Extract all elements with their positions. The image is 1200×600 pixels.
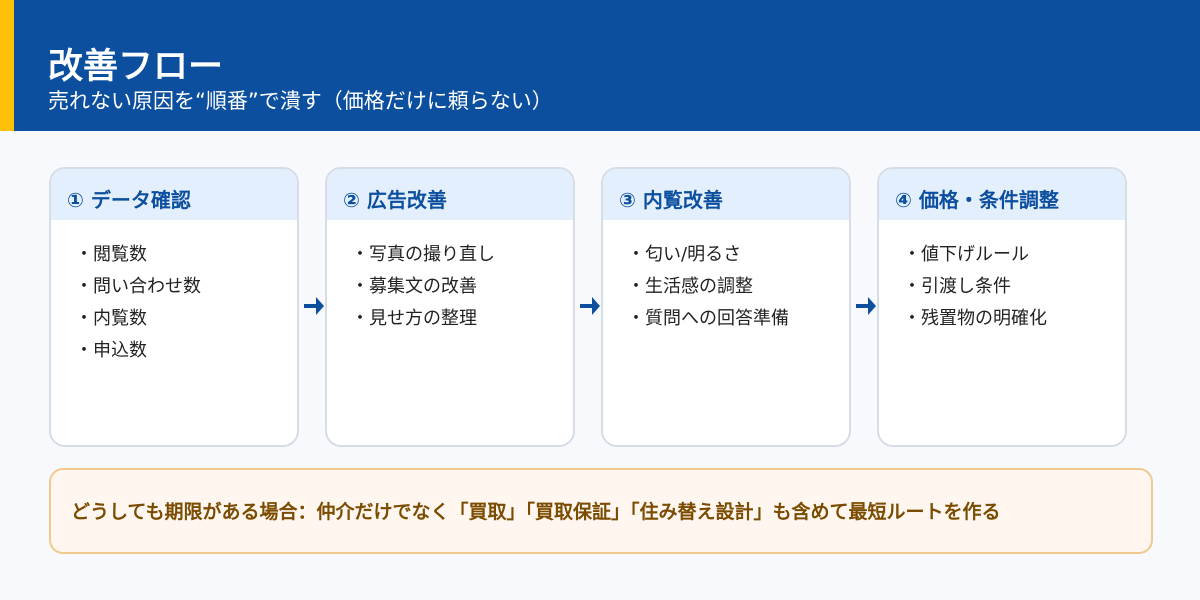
step-card-3: ③ 内覧改善 匂い/明るさ生活感の調整質問への回答準備 (601, 167, 851, 447)
list-item: 写真の撮り直し (351, 240, 573, 272)
list-item: 質問への回答準備 (627, 304, 849, 336)
list-item: 閲覧数 (75, 240, 297, 272)
arrow-right-icon (304, 297, 324, 315)
step-title: ④ 価格・条件調整 (879, 169, 1125, 220)
step-card-2: ② 広告改善 写真の撮り直し募集文の改善見せ方の整理 (325, 167, 575, 447)
accent-bar (0, 0, 14, 131)
step-card-4: ④ 価格・条件調整 値下げルール引渡し条件残置物の明確化 (877, 167, 1127, 447)
list-item: 残置物の明確化 (903, 304, 1125, 336)
list-item: 見せ方の整理 (351, 304, 573, 336)
step-card-1: ① データ確認 閲覧数問い合わせ数内覧数申込数 (49, 167, 299, 447)
note-text: どうしても期限がある場合：仲介だけでなく「買取」「買取保証」「住み替え設計」も含… (71, 501, 1001, 523)
page-title: 改善フロー (48, 47, 224, 87)
list-item: 募集文の改善 (351, 272, 573, 304)
list-item: 申込数 (75, 336, 297, 368)
arrow-right-icon (856, 297, 876, 315)
list-item: 問い合わせ数 (75, 272, 297, 304)
arrow-right-icon (580, 297, 600, 315)
list-item: 内覧数 (75, 304, 297, 336)
list-item: 値下げルール (903, 240, 1125, 272)
list-item: 匂い/明るさ (627, 240, 849, 272)
step-title: ② 広告改善 (327, 169, 573, 220)
header-banner: 改善フロー 売れない原因を“順番”で潰す（価格だけに頼らない） (0, 0, 1200, 131)
list-item: 引渡し条件 (903, 272, 1125, 304)
list-item: 生活感の調整 (627, 272, 849, 304)
page-subtitle: 売れない原因を“順番”で潰す（価格だけに頼らない） (48, 89, 553, 113)
note-box: どうしても期限がある場合：仲介だけでなく「買取」「買取保証」「住み替え設計」も含… (49, 468, 1153, 554)
step-title: ① データ確認 (51, 169, 297, 220)
step-title: ③ 内覧改善 (603, 169, 849, 220)
